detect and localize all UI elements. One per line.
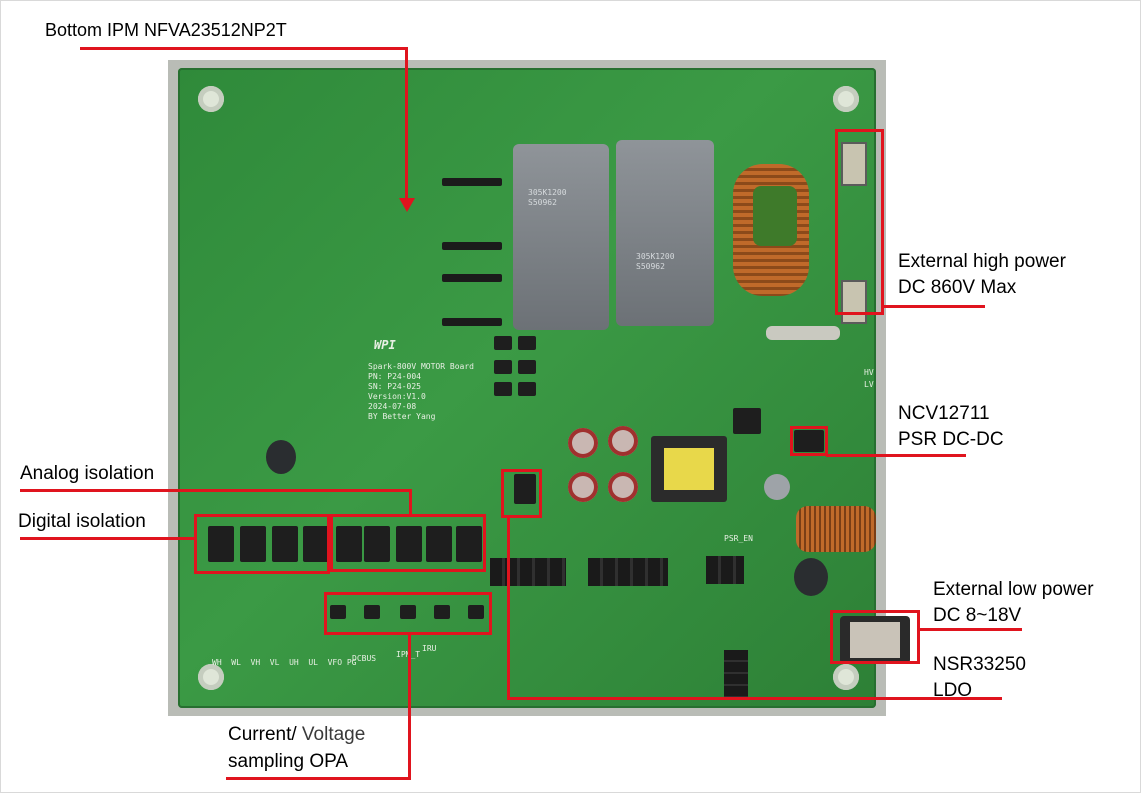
electrolytic-cap xyxy=(608,472,638,502)
isolator-ic xyxy=(272,526,298,562)
low-power-highlight xyxy=(830,610,920,664)
cap-marking: 305K1200 S50962 xyxy=(528,188,567,207)
sampling-opa-label: sampling OPA xyxy=(228,751,349,772)
dcbus-label: DCBUS xyxy=(352,654,377,663)
digital-isolation-label: Digital isolation xyxy=(18,511,146,532)
slot xyxy=(442,242,502,250)
current-voltage-label: Current/ Voltage xyxy=(228,722,365,747)
pin-header xyxy=(588,558,668,586)
mounting-hole xyxy=(198,86,224,112)
leader-line xyxy=(507,697,1002,700)
voltage-label: Voltage xyxy=(296,724,366,745)
fuse xyxy=(766,326,840,340)
toroid-core xyxy=(753,186,797,246)
leader-line xyxy=(918,628,1022,631)
mounting-hole xyxy=(833,86,859,112)
leader-line xyxy=(409,489,412,516)
hv-label: HV xyxy=(864,368,874,377)
electrolytic-cap xyxy=(266,440,296,474)
mosfet xyxy=(518,360,536,374)
slot xyxy=(442,318,502,326)
arrow-head xyxy=(399,198,415,212)
wpi-logo: WPI xyxy=(374,338,396,352)
leader-line xyxy=(826,454,966,457)
film-capacitor xyxy=(616,140,714,326)
external-low-power-voltage: DC 8~18V xyxy=(933,605,1022,626)
leader-line xyxy=(80,47,408,50)
opa-ic xyxy=(400,605,416,619)
opa-ic xyxy=(434,605,450,619)
high-power-highlight xyxy=(835,129,884,315)
analog-isolation-highlight xyxy=(330,514,486,572)
electrolytic-cap xyxy=(568,472,598,502)
nsr33250-highlight xyxy=(501,469,542,518)
pcb-board: Spark-800V MOTOR Board PN: P24-004 SN: P… xyxy=(178,68,910,708)
signal-labels: WH WL VH VL UH UL VFO PG xyxy=(212,658,357,667)
leader-line xyxy=(405,47,408,202)
electrolytic-cap xyxy=(568,428,598,458)
electrolytic-cap xyxy=(764,474,790,500)
mosfet xyxy=(494,336,512,350)
isolator-ic xyxy=(396,526,422,562)
bottom-ipm-label: Bottom IPM NFVA23512NP2T xyxy=(45,20,287,40)
ncv12711-ic xyxy=(794,430,824,452)
power-connector xyxy=(841,280,867,324)
mounting-hole xyxy=(198,664,224,690)
pin-header xyxy=(706,556,744,584)
film-capacitor xyxy=(513,144,609,330)
psr-en-label: PSR_EN xyxy=(724,534,753,543)
ic xyxy=(733,408,761,434)
electrolytic-cap xyxy=(608,426,638,456)
electrolytic-cap xyxy=(794,558,828,596)
isolator-ic xyxy=(426,526,452,562)
small-inductor xyxy=(796,506,876,552)
leader-line xyxy=(882,305,985,308)
slot xyxy=(442,178,502,186)
mounting-hole xyxy=(833,664,859,690)
leader-line xyxy=(20,489,412,492)
external-low-power-label: External low power xyxy=(933,579,1094,600)
psr-dcdc-label: PSR DC-DC xyxy=(898,429,1004,450)
leader-line xyxy=(226,777,411,780)
lv-label: LV xyxy=(864,380,874,389)
nsr33250-ic xyxy=(514,474,536,504)
opa-highlight xyxy=(324,592,492,635)
power-connector xyxy=(841,142,867,186)
isolator-ic xyxy=(208,526,234,562)
ncv12711-highlight xyxy=(790,426,828,456)
board-info-silkscreen: Spark-800V MOTOR Board PN: P24-004 SN: P… xyxy=(368,362,474,421)
isolator-ic xyxy=(364,526,390,562)
opa-ic xyxy=(364,605,380,619)
analog-isolation-label: Analog isolation xyxy=(20,463,155,484)
transformer-bobbin xyxy=(664,448,714,490)
isolator-ic xyxy=(303,526,329,562)
pin-header xyxy=(724,650,748,698)
opa-ic xyxy=(468,605,484,619)
leader-line xyxy=(20,537,196,540)
mosfet xyxy=(518,382,536,396)
leader-line xyxy=(507,516,510,699)
isolator-ic xyxy=(336,526,362,562)
isolator-ic xyxy=(456,526,482,562)
iru-label: IRU xyxy=(422,644,437,653)
pin-header xyxy=(490,558,566,586)
external-high-power-label: External high power xyxy=(898,251,1066,272)
opa-ic xyxy=(330,605,346,619)
external-high-power-voltage: DC 860V Max xyxy=(898,277,1017,298)
mosfet xyxy=(494,360,512,374)
nsr33250-label: NSR33250 xyxy=(933,654,1026,675)
ldo-label: LDO xyxy=(933,680,973,701)
current-label: Current/ xyxy=(228,724,297,745)
dc-jack-inner xyxy=(850,622,900,658)
digital-isolation-highlight xyxy=(194,514,330,574)
isolator-ic xyxy=(240,526,266,562)
leader-line xyxy=(408,634,411,780)
slot xyxy=(442,274,502,282)
mosfet xyxy=(494,382,512,396)
cap-marking: 305K1200 S50962 xyxy=(636,252,675,271)
mosfet xyxy=(518,336,536,350)
ncv12711-label: NCV12711 xyxy=(898,403,990,424)
